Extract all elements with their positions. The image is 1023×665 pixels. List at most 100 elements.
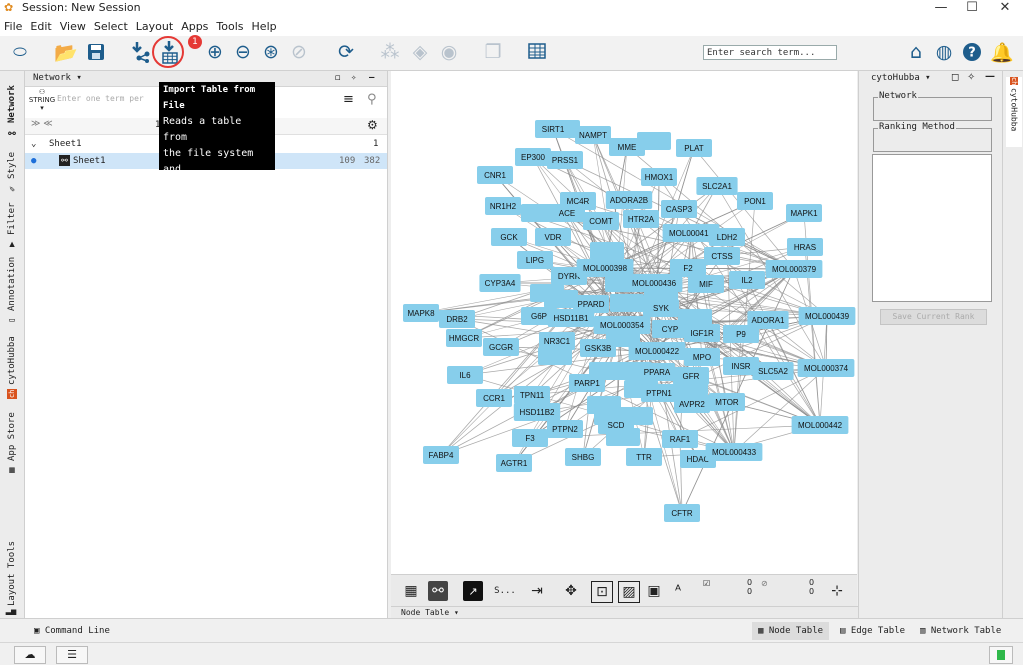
graph-node[interactable]: PPARD [573, 295, 609, 313]
graph-node[interactable]: PRSS1 [547, 151, 583, 169]
node-shape[interactable] [573, 295, 609, 313]
graph-node[interactable]: ACE [549, 204, 585, 222]
node-shape[interactable] [530, 284, 564, 302]
pin-icon[interactable]: ✧ [967, 72, 976, 83]
node-shape[interactable] [539, 332, 575, 350]
node-shape[interactable] [684, 324, 720, 342]
float-panel-icon[interactable]: ◻ [951, 72, 960, 83]
node-shape[interactable] [674, 395, 710, 413]
tab-cytohubba-right[interactable]: ch cytoHubba [1006, 77, 1022, 147]
graph-node[interactable]: SLC5A2 [752, 362, 794, 380]
graph-node[interactable]: MOL000422 [628, 342, 686, 360]
export-icon[interactable]: ⇥ [531, 583, 543, 599]
network-search-input[interactable]: Enter one term per [57, 94, 144, 103]
node-shape[interactable] [515, 148, 551, 166]
node-shape[interactable] [576, 259, 634, 277]
node-shape[interactable] [569, 374, 605, 392]
string-logo-icon[interactable]: ⚇STRING ▾ [28, 88, 56, 112]
notifications-icon[interactable]: 🔔 [990, 41, 1014, 64]
zoom-fit-icon[interactable]: ⊛ [263, 41, 279, 63]
graph-node[interactable]: CYP [652, 320, 688, 338]
menu-help[interactable]: Help [251, 20, 277, 33]
tab-app-store[interactable]: ▦App Store [7, 412, 17, 475]
node-shape[interactable] [662, 430, 698, 448]
node-shape[interactable] [547, 151, 583, 169]
graph-node[interactable]: DRB2 [439, 310, 475, 328]
annotation-text-icon[interactable]: ᴬ [674, 583, 682, 599]
node-shape[interactable] [496, 454, 532, 472]
graph-node[interactable]: LDH2 [709, 228, 745, 246]
menu-select[interactable]: Select [93, 20, 128, 33]
node-shape[interactable] [517, 251, 553, 269]
node-shape[interactable] [723, 357, 759, 375]
graph-node[interactable]: AVPR2 [674, 395, 710, 413]
graph-node[interactable]: SLC2A1 [696, 177, 738, 195]
node-shape[interactable] [797, 359, 855, 377]
import-network-icon[interactable] [128, 40, 152, 64]
graph-node[interactable]: SYK [643, 299, 679, 317]
node-shape[interactable] [590, 242, 624, 260]
style-selector[interactable]: S... [494, 586, 516, 596]
node-shape[interactable] [676, 139, 712, 157]
node-shape[interactable] [696, 177, 738, 195]
graph-node[interactable] [521, 204, 555, 222]
graph-node[interactable]: TPN11 [514, 386, 550, 404]
node-shape[interactable] [575, 126, 611, 144]
node-shape[interactable] [483, 338, 519, 356]
cloud-icon[interactable]: ☁ [14, 646, 46, 664]
graph-node[interactable]: MOL000374 [797, 359, 855, 377]
graph-node[interactable]: SCD [598, 416, 634, 434]
command-line-tab[interactable]: ▣ Command Line [34, 626, 110, 636]
graph-node[interactable]: GSK3B [580, 339, 616, 357]
node-shape[interactable] [625, 274, 683, 292]
graph-node[interactable]: MOL000436 [625, 274, 683, 292]
node-shape[interactable] [479, 274, 521, 292]
graph-node[interactable]: CASP3 [661, 200, 697, 218]
graph-node[interactable]: F3 [512, 429, 548, 447]
node-shape[interactable] [514, 386, 550, 404]
zoom-in-icon[interactable]: ⊕ [207, 41, 223, 63]
show-all-icon[interactable]: ◉ [440, 41, 458, 63]
graph-node[interactable]: NR3C1 [539, 332, 575, 350]
graph-node[interactable]: HRAS [787, 238, 823, 256]
network-view-icon[interactable]: ⚯ [428, 581, 448, 601]
tab-edge-table[interactable]: ▤ Edge Table [840, 626, 906, 636]
minimize-panel-icon[interactable]: — [369, 73, 375, 83]
node-shape[interactable] [737, 192, 773, 210]
node-shape[interactable] [513, 403, 561, 421]
graph-node[interactable]: ADORA2B [605, 191, 653, 209]
graph-node[interactable]: MOL000417 [662, 224, 720, 242]
globe-icon[interactable]: ◍ [935, 41, 953, 63]
graph-node[interactable]: SHBG [565, 448, 601, 466]
graph-node[interactable]: MTOR [709, 393, 745, 411]
node-shape[interactable] [664, 504, 700, 522]
node-shape[interactable] [729, 271, 765, 289]
node-shape[interactable] [787, 238, 823, 256]
node-shape[interactable] [765, 260, 823, 278]
node-shape[interactable] [628, 342, 686, 360]
help-icon[interactable]: ? [960, 40, 984, 64]
graph-node[interactable]: SIRT1 [535, 120, 571, 138]
node-shape[interactable] [598, 416, 634, 434]
fit-content-icon[interactable]: ⊹ [831, 583, 843, 599]
node-shape[interactable] [593, 316, 651, 334]
float-panel-icon[interactable]: ◻ [335, 73, 341, 83]
node-shape[interactable] [477, 166, 513, 184]
graph-node[interactable]: CCR1 [476, 389, 512, 407]
node-shape[interactable] [547, 420, 583, 438]
graph-node[interactable]: MOL000354 [593, 316, 651, 334]
grid-icon[interactable]: ▦ [404, 583, 418, 599]
node-shape[interactable] [535, 228, 571, 246]
node-shape[interactable] [605, 191, 653, 209]
node-shape[interactable] [538, 347, 572, 365]
node-shape[interactable] [512, 429, 548, 447]
zoom-selected-icon[interactable]: ⊘ [291, 41, 307, 63]
node-table-title[interactable]: Node Table ▾ [401, 608, 459, 617]
node-shape[interactable] [423, 446, 459, 464]
home-icon[interactable]: ⌂ [909, 41, 923, 63]
ranking-results-area[interactable] [872, 154, 992, 302]
graph-node[interactable]: GCGR [483, 338, 519, 356]
move-icon[interactable]: ✥ [565, 583, 577, 599]
